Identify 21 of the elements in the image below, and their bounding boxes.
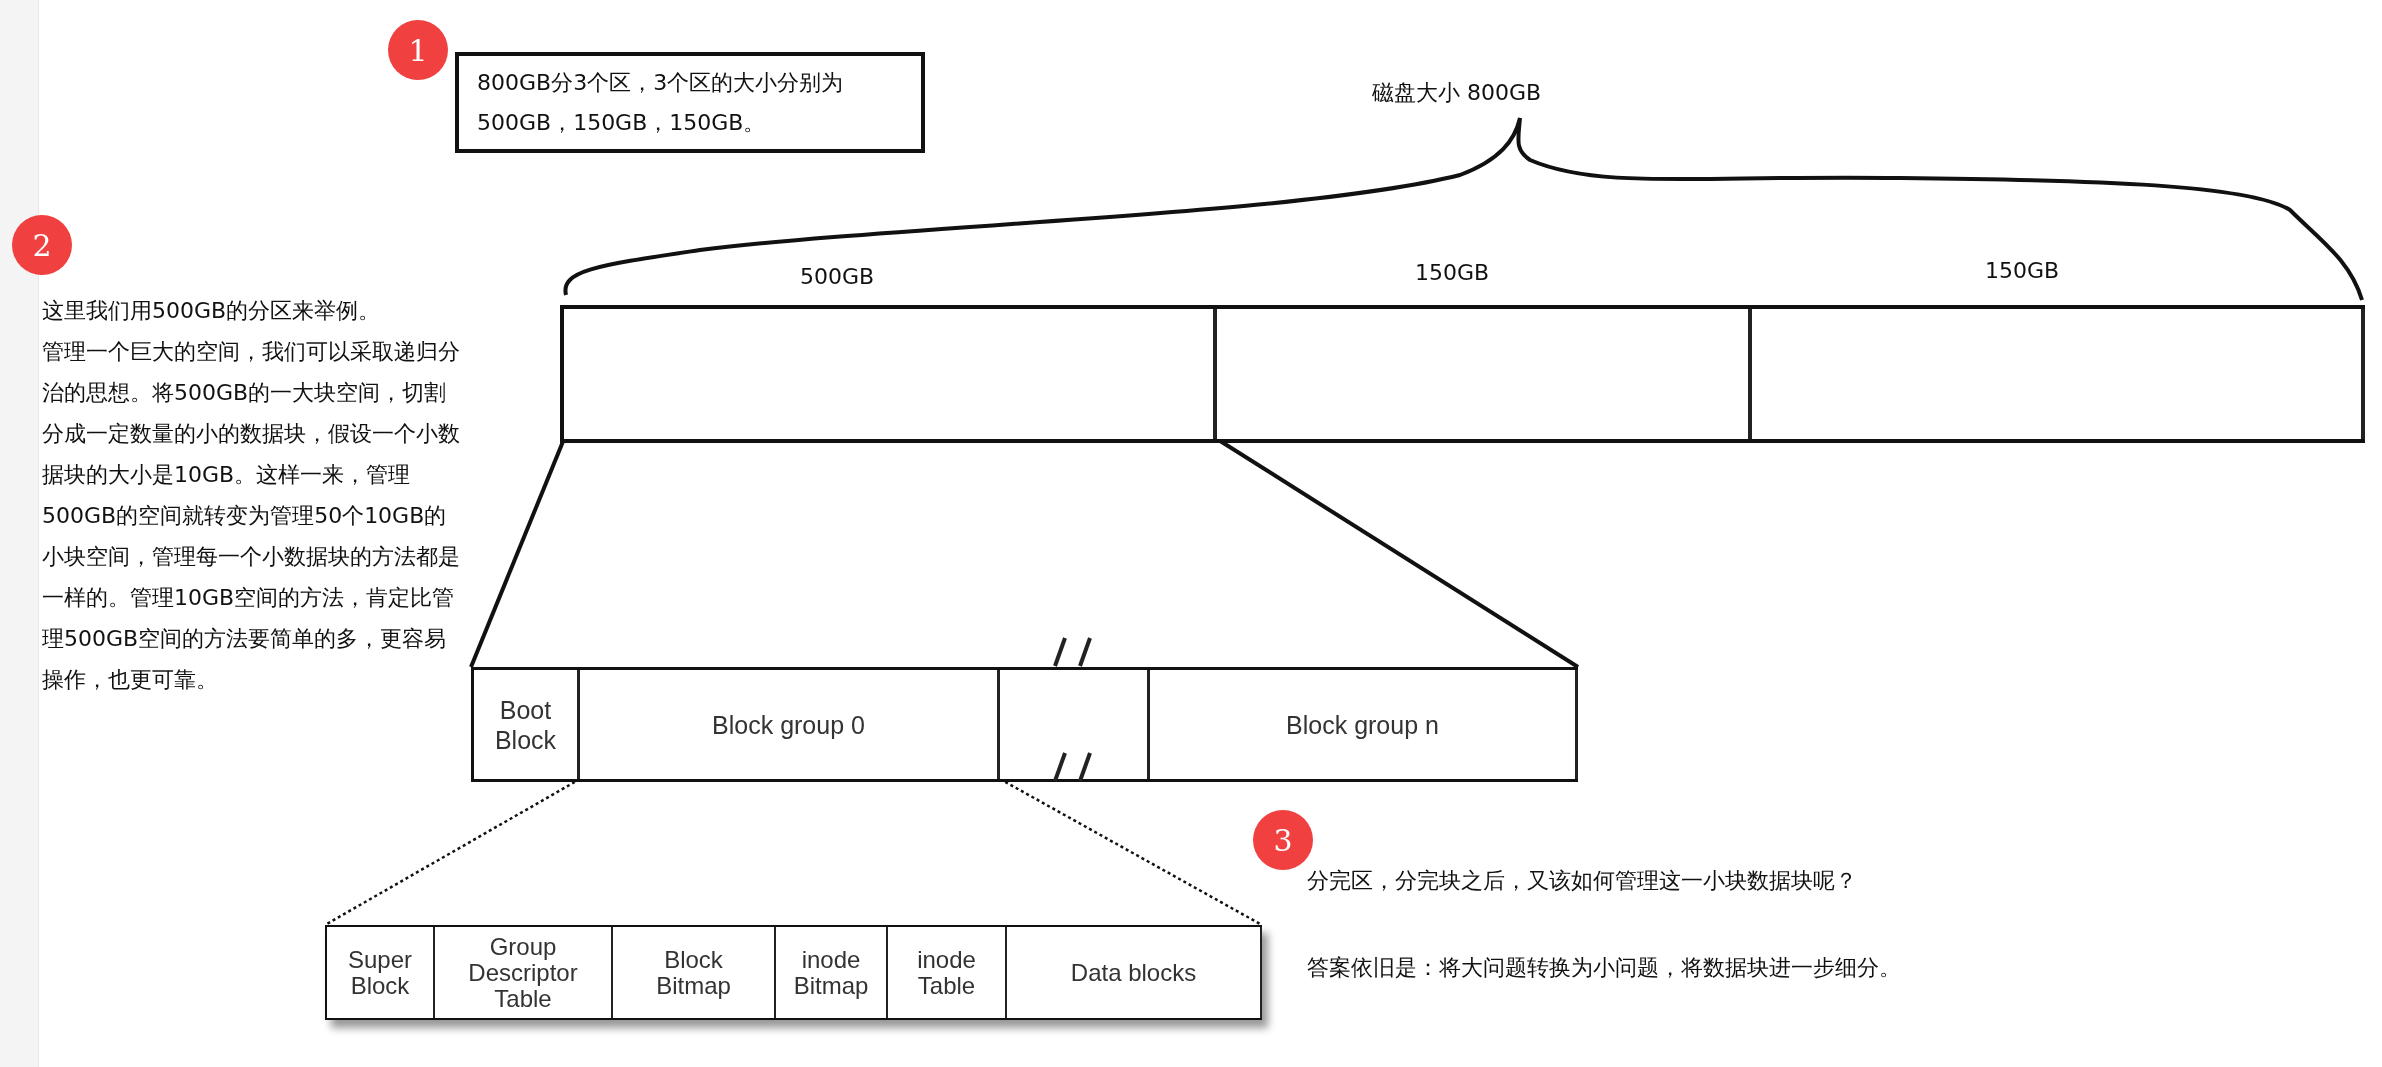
partition-bar	[560, 305, 2365, 443]
size-label: 磁盘大小 800GB	[1372, 79, 1543, 107]
paragraph: 管理一个巨大的空间，我们可以采取递归分治的思想。将500GB的一大块空间，切割分成一定数量的小的数据块，假设一个小数据块的大小是10GB。这样一来，管理500GB的空间就转变为管理50个10GB的小块空间，管理每一个小数据块的方法都是一样的。管理10GB空间的方法，肯定比管理500GB空间的方法要简单的多，更容易操作，也更可靠。	[42, 338, 461, 694]
block-group-detail-bar	[325, 925, 1262, 1020]
block-group-bar	[471, 667, 1578, 782]
size-label: 500GB	[800, 263, 875, 291]
number-badge: 3	[1253, 810, 1313, 870]
note-box: 800GB分3个区，3个区的大小分别为500GB，150GB，150GB。	[455, 52, 925, 153]
structure-cell: Data blocks	[1007, 927, 1262, 1018]
structure-cell: inode Bitmap	[776, 927, 888, 1018]
size-label: 150GB	[1415, 259, 1490, 287]
structure-cell: Block Bitmap	[613, 927, 776, 1018]
question-text: 分完区，分完块之后，又该如何管理这一小块数据块呢？	[1307, 867, 1858, 895]
answer-text: 答案依旧是：将大问题转换为小问题，将数据块进一步细分。	[1307, 954, 1902, 982]
size-label: 150GB	[1985, 257, 2060, 285]
paragraph: 这里我们用500GB的分区来举例。	[42, 297, 382, 325]
structure-cell: inode Table	[888, 927, 1007, 1018]
number-badge: 2	[12, 215, 72, 275]
structure-cell: Super Block	[327, 927, 435, 1018]
structure-cell: Group Descriptor Table	[435, 927, 613, 1018]
number-badge: 1	[388, 20, 448, 80]
